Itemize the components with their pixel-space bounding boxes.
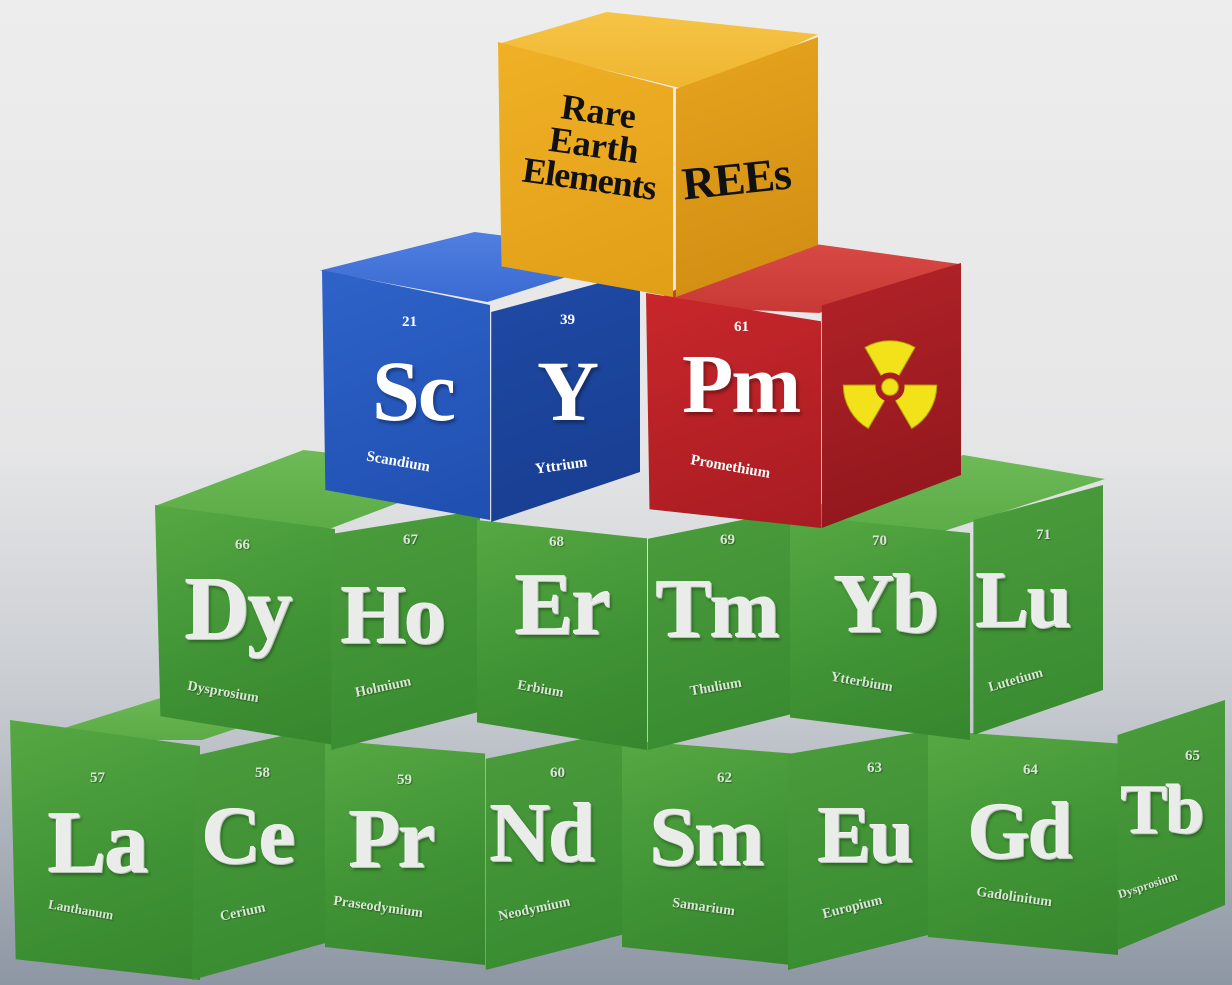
element-symbol: Gd [968, 788, 1073, 876]
element-name: Ytterbium [829, 669, 894, 696]
atomic-number: 39 [560, 312, 575, 328]
element-name: Dysprosium [186, 678, 260, 707]
element-symbol: Y [537, 343, 599, 439]
atomic-number: 67 [403, 532, 418, 548]
element-symbol: Pm [682, 338, 801, 431]
cube-er-tm: 68 Er Erbium 69 Tm Thulium [477, 480, 797, 755]
atomic-number: 57 [90, 770, 105, 786]
element-symbol: Eu [818, 792, 914, 880]
atomic-number: 68 [549, 534, 564, 550]
atomic-number: 58 [255, 765, 270, 781]
element-symbol: Sm [650, 791, 765, 884]
cube-la-ce: 57 La Lanthanum 58 Ce Cerium [10, 690, 330, 980]
atomic-number: 70 [872, 533, 887, 549]
element-name: Thulium [689, 675, 743, 700]
element-symbol: Yb [834, 558, 939, 651]
atomic-number: 60 [550, 765, 565, 781]
atomic-number: 64 [1023, 762, 1038, 778]
element-name: Gadolinitum [975, 884, 1053, 911]
element-name: Samarium [671, 895, 736, 920]
atomic-number: 66 [235, 537, 250, 553]
cube-left-face: 21 Sc Scandium [322, 270, 490, 520]
element-name: Dysprosium [1116, 868, 1180, 902]
element-symbol: Tm [656, 563, 780, 656]
atomic-number: 63 [867, 760, 882, 776]
cube-left-face: 57 La Lanthanum [10, 720, 200, 980]
cube-rees: Rare Earth Elements REEs [498, 12, 818, 300]
cube-sm-eu: 62 Sm Samarium 63 Eu Europium [622, 700, 932, 980]
cube-gd-tb: 64 Gd Gadolinitum 65 Tb Dysprosium [928, 680, 1228, 970]
cube-dy-ho: 66 Dy Dysprosium 67 Ho Holmium [155, 450, 485, 750]
element-name: Europium [820, 892, 885, 923]
element-symbol: Nd [490, 787, 595, 880]
cube-right-face: 58 Ce Cerium [192, 725, 330, 980]
cube-left-face: 62 Sm Samarium [622, 740, 792, 965]
element-name: Praseodymium [332, 893, 424, 922]
element-name: Promethium [689, 452, 772, 482]
cube-right-face: 71 Lu Lutetium [973, 485, 1103, 735]
cube-left-face: Rare Earth Elements [498, 42, 673, 297]
cube-right-face: 39 Y Yttrium [491, 272, 640, 522]
atomic-number: 59 [397, 772, 412, 788]
cube-left-face: 70 Yb Ytterbium [790, 515, 970, 740]
cube-left-face: 64 Gd Gadolinitum [928, 730, 1118, 955]
cube-right-face: 67 Ho Holmium [331, 510, 480, 750]
element-name: Neodymium [497, 894, 572, 925]
atomic-number: 61 [734, 319, 749, 335]
atomic-number: 21 [402, 314, 417, 330]
element-symbol: Tb [1121, 772, 1205, 849]
element-name: Scandium [365, 448, 432, 476]
element-symbol: La [48, 795, 149, 892]
element-symbol: Pr [349, 793, 436, 886]
element-name: Erbium [516, 678, 565, 701]
element-symbol: Ce [202, 790, 296, 881]
atomic-number: 62 [717, 770, 732, 786]
cube-left-face: 61 Pm Promethium [646, 293, 821, 528]
cube-right-face: 65 Tb Dysprosium [1116, 700, 1225, 950]
element-name: Lanthanum [47, 896, 115, 923]
cube-right-face: 63 Eu Europium [788, 730, 932, 970]
cube-left-face: 66 Dy Dysprosium [155, 505, 335, 745]
cube-right-face: 60 Nd Neodymium [485, 730, 625, 970]
cube-pm: 61 Pm Promethium [646, 238, 961, 530]
cube-right-face: 69 Tm Thulium [648, 510, 792, 750]
atomic-number: 69 [720, 532, 735, 548]
element-symbol: Sc [372, 343, 456, 439]
element-name: Holmium [353, 674, 413, 701]
element-name: Yttrium [534, 454, 589, 478]
cube-left-face: 59 Pr Praseodymium [325, 740, 485, 965]
atomic-number: 65 [1185, 748, 1200, 764]
rees-label: REEs [679, 147, 793, 210]
cube-right-face [821, 263, 961, 528]
title-block: Rare Earth Elements [508, 83, 673, 208]
atomic-number: 71 [1036, 527, 1051, 543]
element-name: Cerium [218, 900, 267, 925]
cube-left-face: 68 Er Erbium [477, 520, 647, 750]
cube-pr-nd: 59 Pr Praseodymium 60 Nd Neodymium [325, 700, 625, 980]
element-symbol: Lu [976, 557, 1072, 645]
element-symbol: Ho [341, 569, 446, 662]
radiation-icon [842, 340, 938, 430]
element-name: Lutetium [986, 665, 1045, 696]
element-symbol: Dy [185, 560, 293, 659]
element-symbol: Er [515, 557, 611, 654]
